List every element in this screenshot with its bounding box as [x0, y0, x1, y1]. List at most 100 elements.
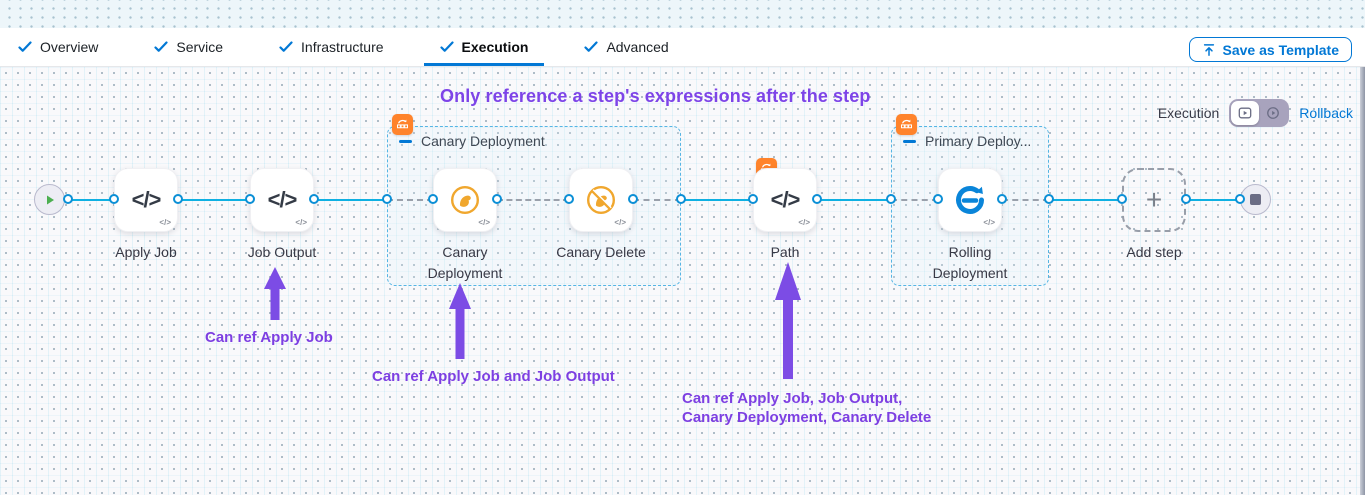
- connector-port[interactable]: [63, 194, 73, 204]
- connector-line-dashed: [633, 199, 681, 201]
- connector-port[interactable]: [933, 194, 943, 204]
- annotation-can-ref-3: Can ref Apply Job, Job Output, Canary De…: [682, 390, 932, 426]
- connector-port[interactable]: [492, 194, 502, 204]
- step-node-canary-deployment[interactable]: </>: [433, 168, 497, 232]
- connector-line: [681, 199, 753, 201]
- check-icon: [439, 41, 454, 52]
- step-node-apply-job[interactable]: </> </>: [114, 168, 178, 232]
- connector-port[interactable]: [309, 194, 319, 204]
- connector-line: [178, 199, 250, 201]
- tab-overview[interactable]: Overview: [18, 28, 98, 66]
- rollback-mode-button[interactable]: [1259, 101, 1287, 125]
- connector-port[interactable]: [1044, 194, 1054, 204]
- connector-port[interactable]: [812, 194, 822, 204]
- add-step-button[interactable]: +: [1122, 168, 1186, 232]
- annotation-can-ref-1: Can ref Apply Job: [205, 329, 333, 346]
- code-badge-icon: </>: [478, 218, 490, 227]
- group-label: Primary Deploy...: [925, 133, 1032, 149]
- step-label: Canary Deployment: [427, 244, 503, 281]
- check-icon: [154, 41, 168, 52]
- step-label: Rolling Deployment: [932, 244, 1008, 281]
- step-label: Job Output: [247, 244, 317, 260]
- execution-mode-label: Execution: [1157, 105, 1220, 121]
- group-label: Canary Deployment: [421, 133, 545, 149]
- canvas-top-strip: [0, 0, 1365, 28]
- rollback-steps-badge-icon[interactable]: [392, 114, 413, 135]
- tab-execution[interactable]: Execution: [423, 28, 545, 66]
- connector-port[interactable]: [109, 194, 119, 204]
- execution-rollback-toggle: [1229, 99, 1290, 127]
- tab-label: Overview: [40, 39, 99, 55]
- connector-line-dashed: [387, 199, 433, 201]
- rollback-link[interactable]: Rollback: [1299, 105, 1353, 121]
- check-icon: [18, 41, 32, 52]
- connector-port[interactable]: [997, 194, 1007, 204]
- connector-port[interactable]: [628, 194, 638, 204]
- check-icon: [279, 41, 293, 52]
- rolling-deployment-icon: [956, 186, 984, 214]
- connector-port[interactable]: [564, 194, 574, 204]
- step-node-rolling-deployment[interactable]: </>: [938, 168, 1002, 232]
- plus-icon: +: [1145, 184, 1163, 215]
- connector-line-dashed: [891, 199, 938, 201]
- connector-port[interactable]: [748, 194, 758, 204]
- rollback-steps-badge-icon[interactable]: [896, 114, 917, 135]
- canary-delete-icon: [586, 185, 616, 215]
- stage-tabbar: Overview Service Infrastructure Executio…: [0, 28, 1365, 67]
- collapse-group-icon[interactable]: [399, 139, 412, 143]
- connector-line-dashed: [1002, 199, 1049, 201]
- connector-line-dashed: [497, 199, 569, 201]
- connector-port[interactable]: [1181, 194, 1191, 204]
- step-node-canary-delete[interactable]: </>: [569, 168, 633, 232]
- annotation-can-ref-2: Can ref Apply Job and Job Output: [372, 368, 615, 385]
- annotation-heading: Only reference a step's expressions afte…: [440, 86, 871, 106]
- save-as-template-button[interactable]: Save as Template: [1188, 37, 1352, 62]
- connector-line: [1049, 199, 1122, 201]
- execution-mode-button[interactable]: [1231, 101, 1260, 125]
- tab-label: Advanced: [606, 39, 669, 55]
- connector-port[interactable]: [245, 194, 255, 204]
- tab-infrastructure[interactable]: Infrastructure: [279, 28, 384, 66]
- connector-line: [64, 199, 114, 201]
- connector-port[interactable]: [886, 194, 896, 204]
- annotation-arrow-canary-deployment: [449, 283, 471, 359]
- connector-port[interactable]: [1235, 194, 1245, 204]
- code-badge-icon: </>: [159, 218, 171, 227]
- step-node-job-output[interactable]: </> </>: [250, 168, 314, 232]
- annotation-arrow-path: [775, 262, 801, 379]
- save-as-template-label: Save as Template: [1222, 41, 1339, 58]
- check-icon: [584, 41, 599, 52]
- collapse-group-icon[interactable]: [903, 139, 916, 143]
- code-icon: </>: [131, 187, 162, 212]
- tab-label: Execution: [461, 39, 529, 55]
- connector-line: [817, 199, 891, 201]
- canary-deployment-icon: [450, 185, 480, 215]
- tab-advanced[interactable]: Advanced: [584, 28, 669, 66]
- pipeline-canvas: Only reference a step's expressions afte…: [0, 67, 1365, 495]
- step-node-path[interactable]: </> </>: [753, 168, 817, 232]
- connector-port[interactable]: [382, 194, 392, 204]
- pipeline-start-node: [34, 184, 65, 215]
- tab-label: Infrastructure: [301, 39, 384, 55]
- group-header-primary: Primary Deploy...: [903, 133, 1031, 149]
- rollback-circle-icon: [1267, 107, 1280, 119]
- connector-port[interactable]: [173, 194, 183, 204]
- connector-port[interactable]: [428, 194, 438, 204]
- connector-port[interactable]: [1117, 194, 1127, 204]
- step-label: Canary Delete: [556, 244, 646, 260]
- tab-label: Service: [176, 39, 224, 55]
- tab-service[interactable]: Service: [154, 28, 223, 66]
- execution-play-icon: [1238, 107, 1252, 119]
- group-header-canary: Canary Deployment: [399, 133, 545, 149]
- step-label: Add step: [1126, 244, 1182, 260]
- mode-bar: Execution Rollback: [1158, 98, 1353, 128]
- stop-icon: [1250, 194, 1261, 205]
- step-label: Path: [770, 244, 800, 260]
- code-icon: </>: [770, 187, 801, 212]
- code-badge-icon: </>: [798, 218, 810, 227]
- canvas-right-edge: [1360, 67, 1365, 495]
- connector-line: [314, 199, 387, 201]
- play-icon: [46, 195, 54, 204]
- code-badge-icon: </>: [614, 218, 626, 227]
- connector-port[interactable]: [676, 194, 686, 204]
